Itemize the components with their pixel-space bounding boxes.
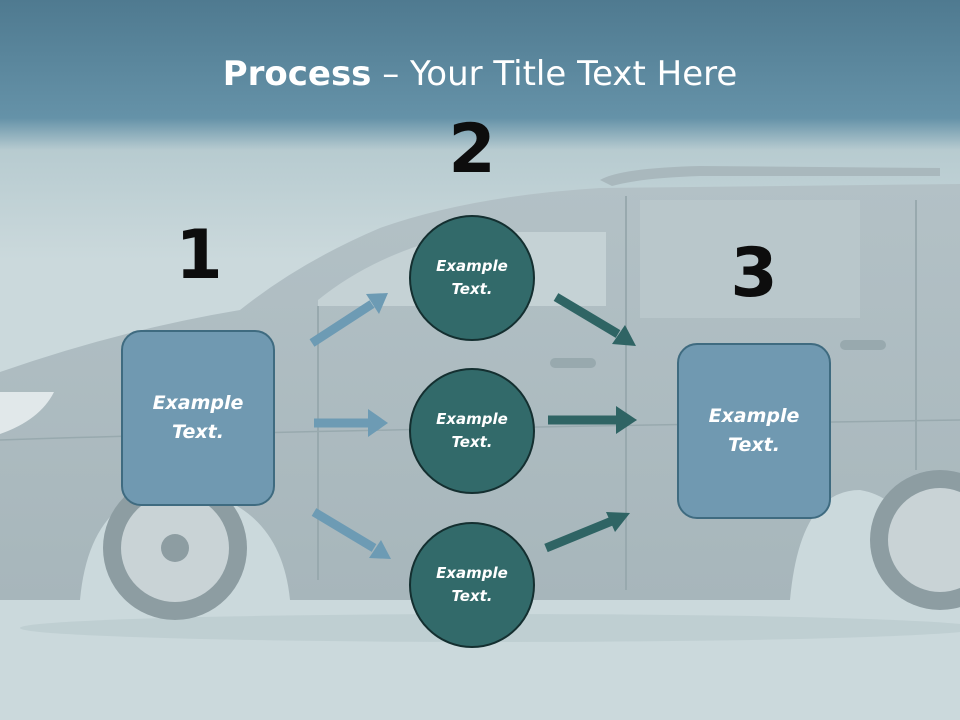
step-1-box: Example Text.	[121, 330, 275, 506]
slide-title: Process – Your Title Text Here	[0, 52, 960, 96]
step-number-2: 2	[448, 110, 496, 189]
title-bold: Process	[222, 54, 372, 94]
middle-circle-center: Example Text.	[409, 368, 535, 494]
step-number-1: 1	[175, 216, 223, 295]
arrow-bottom-to-3	[544, 512, 630, 553]
middle-circle-bottom: Example Text.	[409, 522, 535, 648]
middle-circle-top: Example Text.	[409, 215, 535, 341]
arrow-1-to-top	[309, 293, 388, 347]
title-rest: – Your Title Text Here	[371, 54, 738, 94]
arrow-middle-to-3	[548, 406, 637, 434]
middle-circle-center-text: Example Text.	[436, 410, 508, 451]
middle-circle-top-text: Example Text.	[436, 257, 508, 298]
middle-circle-bottom-text: Example Text.	[436, 564, 508, 605]
step-3-box: Example Text.	[677, 343, 831, 519]
step-1-text: Example Text.	[152, 392, 244, 443]
step-number-3: 3	[730, 234, 778, 313]
arrow-1-to-bottom	[311, 508, 391, 559]
arrow-top-to-3	[553, 293, 636, 346]
step-3-text: Example Text.	[708, 405, 800, 456]
arrow-1-to-middle	[314, 409, 388, 437]
